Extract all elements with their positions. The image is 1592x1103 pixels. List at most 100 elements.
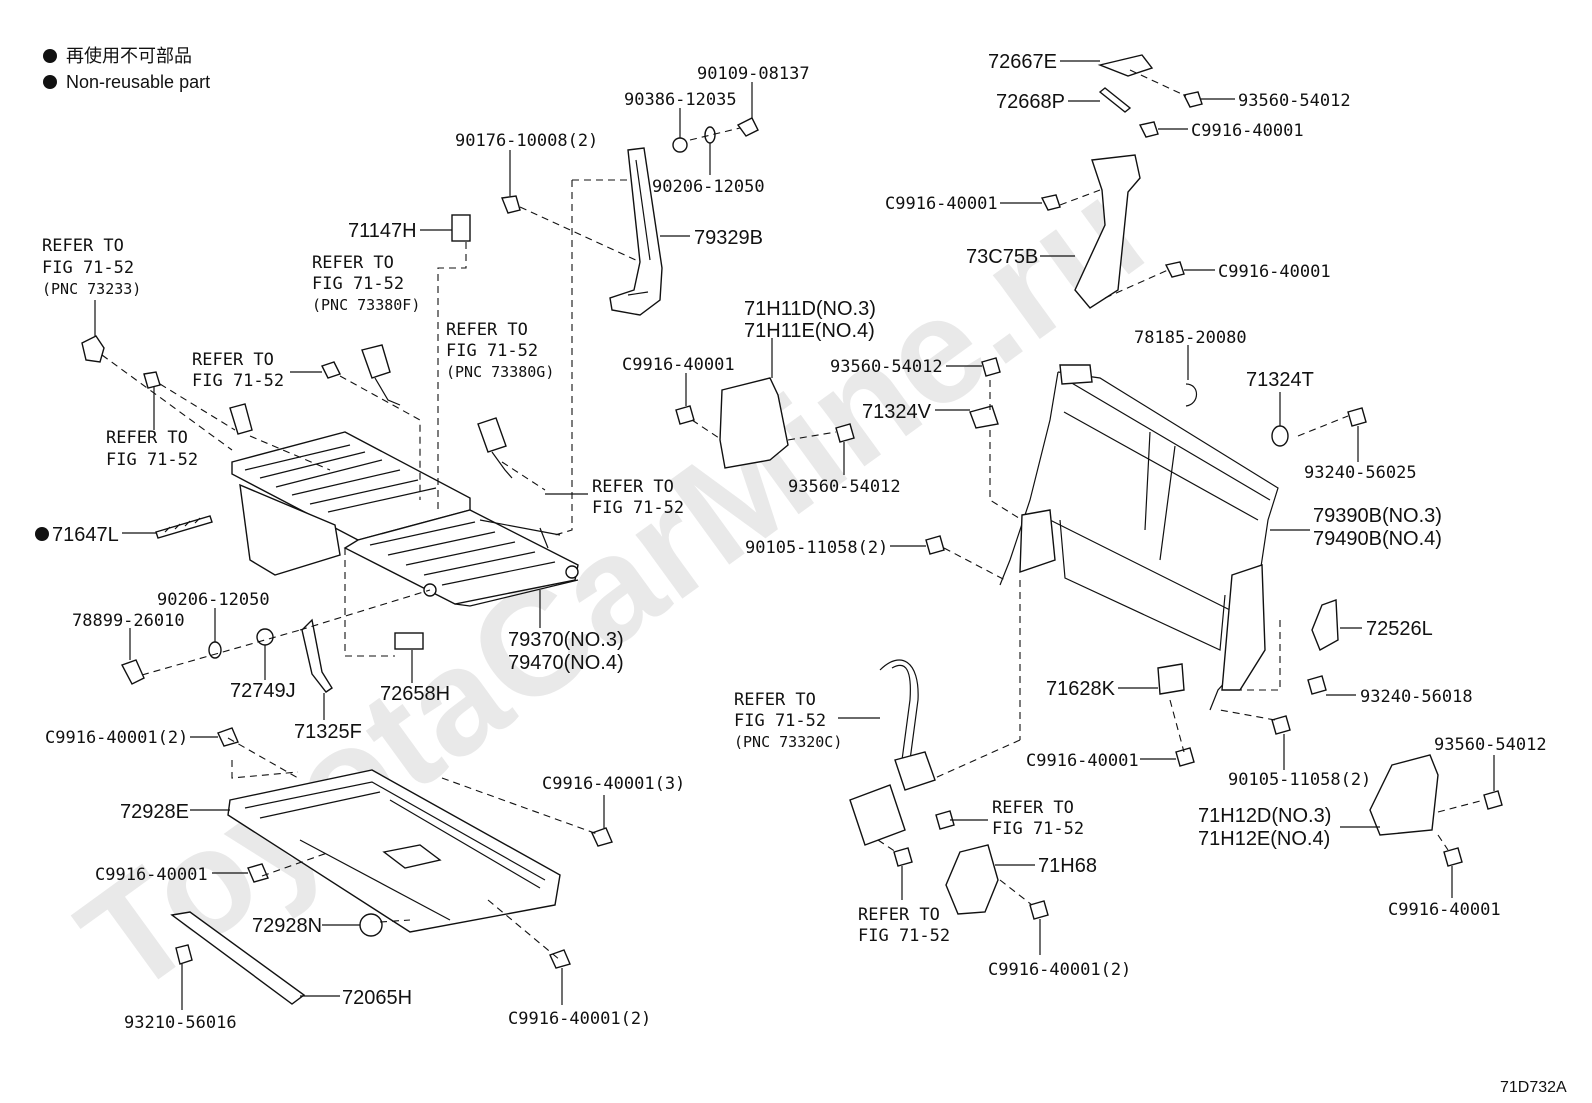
screw-icon bbox=[1443, 847, 1463, 867]
screw-icon bbox=[981, 357, 1001, 377]
label-c9916-40001-2: C9916-40001(2) bbox=[45, 728, 188, 748]
label-71H68: 71H68 bbox=[1038, 855, 1097, 877]
clip-71324V bbox=[969, 405, 999, 429]
clip-icon bbox=[175, 944, 193, 965]
label-79390B: 79390B(NO.3) bbox=[1313, 505, 1442, 527]
refer-note: REFER TO FIG 71-52 bbox=[992, 798, 1084, 839]
label-72526L: 72526L bbox=[1366, 618, 1433, 640]
label-71H11E: 71H11E(NO.4) bbox=[744, 320, 875, 342]
washer-icon bbox=[208, 641, 222, 659]
label-72749J: 72749J bbox=[230, 680, 296, 702]
hook-78185 bbox=[1185, 383, 1198, 407]
refer-line: REFER TO bbox=[192, 350, 274, 370]
screw-icon bbox=[1029, 900, 1049, 920]
refer-line: (PNC 73233) bbox=[42, 280, 141, 298]
label-71H12D: 71H12D(NO.3) bbox=[1198, 805, 1331, 827]
screw-icon bbox=[1307, 675, 1327, 695]
label-79470: 79470(NO.4) bbox=[508, 652, 624, 674]
screw-icon bbox=[1483, 790, 1503, 810]
refer-line: REFER TO bbox=[106, 428, 188, 448]
refer-line: FIG 71-52 bbox=[106, 450, 198, 470]
nut-icon bbox=[672, 137, 688, 153]
refer-line: REFER TO bbox=[734, 690, 816, 710]
refer-line: FIG 71-52 bbox=[192, 371, 284, 391]
legend-english: Non-reusable part bbox=[66, 72, 210, 92]
label-71324T: 71324T bbox=[1246, 369, 1314, 391]
label-71H12E: 71H12E(NO.4) bbox=[1198, 828, 1330, 850]
seat-back-frame bbox=[999, 364, 1279, 711]
label-71647L: 71647L bbox=[52, 524, 119, 546]
bracket-71325F bbox=[301, 618, 333, 693]
legend: 再使用不可部品 Non-reusable part bbox=[43, 46, 210, 92]
trim-strip-71647L bbox=[155, 515, 213, 539]
refer-line: FIG 71-52 bbox=[734, 711, 826, 731]
refer-notes: REFER TO FIG 71-52 (PNC 73233) REFER TO … bbox=[42, 236, 1084, 946]
pad-72668P bbox=[1098, 87, 1132, 113]
cover-72667E bbox=[1097, 54, 1154, 77]
non-reusable-bullet-icon bbox=[35, 527, 49, 541]
refer-line: REFER TO bbox=[446, 320, 528, 340]
seat-cushion-frame bbox=[231, 431, 579, 607]
legend-bullet-icon bbox=[43, 75, 57, 89]
strap-72065H bbox=[170, 911, 306, 1005]
legend-japanese: 再使用不可部品 bbox=[66, 46, 192, 66]
refer-line: REFER TO bbox=[992, 798, 1074, 818]
label-71628K: 71628K bbox=[1046, 678, 1116, 700]
screw-icon bbox=[247, 863, 269, 883]
refer-note: REFER TO FIG 71-52 (PNC 73233) bbox=[42, 236, 141, 298]
refer-note: REFER TO FIG 71-52 (PNC 73380G) bbox=[446, 320, 554, 381]
screw-icon bbox=[549, 949, 571, 969]
refer-line: (PNC 73320C) bbox=[734, 733, 842, 751]
screw-icon bbox=[1182, 91, 1203, 108]
refer-line: FIG 71-52 bbox=[858, 926, 950, 946]
refer-note: REFER TO FIG 71-52 bbox=[858, 905, 950, 946]
screw-icon bbox=[1138, 121, 1159, 138]
refer-line: (PNC 73380G) bbox=[446, 363, 554, 381]
label-c9916-40001-2: C9916-40001(2) bbox=[988, 960, 1131, 980]
refer-line: REFER TO bbox=[42, 236, 124, 256]
screw-icon bbox=[675, 405, 695, 425]
label-c9916-40001: C9916-40001 bbox=[1191, 121, 1304, 141]
cover-71H11D bbox=[719, 377, 789, 469]
refer-note: REFER TO FIG 71-52 (PNC 73320C) bbox=[734, 690, 842, 751]
label-79329B: 79329B bbox=[694, 227, 763, 249]
label-71324V: 71324V bbox=[862, 401, 932, 423]
pad-72658H bbox=[394, 632, 424, 650]
bolt-icon bbox=[935, 810, 955, 830]
refer-note: REFER TO FIG 71-52 bbox=[106, 428, 198, 470]
label-93560-54012: 93560-54012 bbox=[830, 357, 943, 377]
nut-icon bbox=[256, 628, 274, 646]
refer-line: REFER TO bbox=[858, 905, 940, 925]
label-71147H: 71147H bbox=[348, 220, 417, 242]
bolt-icon bbox=[121, 659, 145, 685]
label-c9916-40001-3: C9916-40001(3) bbox=[542, 774, 685, 794]
refer-line: FIG 71-52 bbox=[992, 819, 1084, 839]
label-73C75B: 73C75B bbox=[966, 246, 1038, 268]
label-72065H: 72065H bbox=[342, 987, 412, 1009]
label-93210-56016: 93210-56016 bbox=[124, 1013, 237, 1033]
bolt-icon bbox=[893, 847, 913, 867]
legend-bullet-icon bbox=[43, 49, 57, 63]
washer-icon bbox=[704, 126, 716, 144]
label-71325F: 71325F bbox=[294, 721, 362, 743]
refer-line: REFER TO bbox=[312, 253, 394, 273]
screw-icon bbox=[1040, 194, 1061, 211]
label-90105-11058: 90105-11058(2) bbox=[1228, 770, 1371, 790]
label-90109-08137: 90109-08137 bbox=[697, 64, 810, 84]
screw-icon bbox=[1164, 261, 1185, 278]
label-93560-54012: 93560-54012 bbox=[788, 477, 901, 497]
seat-belt-buckle-left bbox=[361, 344, 401, 406]
refer-line: FIG 71-52 bbox=[42, 258, 134, 278]
bolt-icon bbox=[736, 117, 759, 137]
refer-note: REFER TO FIG 71-52 bbox=[192, 350, 284, 391]
label-90206-12050: 90206-12050 bbox=[157, 590, 270, 610]
label-90206-12050: 90206-12050 bbox=[652, 177, 765, 197]
bracket-79329B bbox=[609, 147, 663, 316]
refer-line: (PNC 73380F) bbox=[312, 296, 420, 314]
label-90105-11058: 90105-11058(2) bbox=[745, 538, 888, 558]
bolt-icon bbox=[925, 535, 945, 555]
cap-71324T bbox=[1271, 425, 1289, 447]
label-90386-12035: 90386-12035 bbox=[624, 90, 737, 110]
label-c9916-40001: C9916-40001 bbox=[1388, 900, 1501, 920]
